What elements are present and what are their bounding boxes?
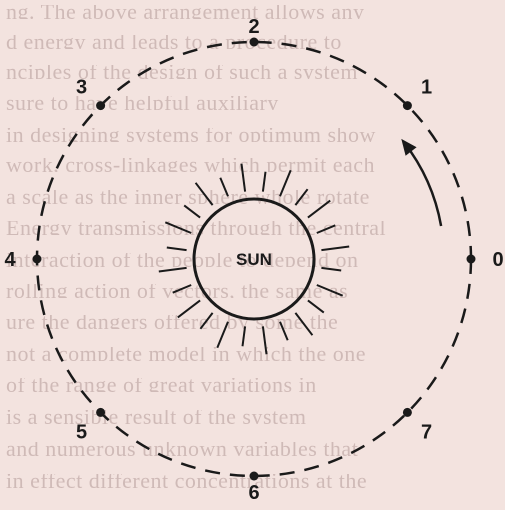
direction-arrow <box>404 142 441 226</box>
sun-ray <box>263 326 267 354</box>
orbit-point-7 <box>403 408 412 417</box>
sun-ray <box>167 248 187 251</box>
sun-ray <box>159 268 187 272</box>
sun-ray <box>173 285 192 293</box>
sun-ray <box>217 322 228 348</box>
sun-ray <box>178 300 200 317</box>
orbit-point-3 <box>96 101 105 110</box>
direction-arrowhead <box>401 139 416 156</box>
sun-ray <box>280 170 291 196</box>
sun-ray <box>242 164 246 192</box>
sun-ray <box>295 313 312 335</box>
sun-ray <box>308 201 330 218</box>
orbit-point-0 <box>467 255 476 264</box>
sun-label: SUN <box>236 250 272 269</box>
orbit-point-1 <box>403 101 412 110</box>
sun-ray <box>295 189 307 205</box>
orbit-point-2 <box>250 38 259 47</box>
orbit-point-5 <box>96 408 105 417</box>
orbit-label-2: 2 <box>248 16 259 38</box>
sun-ray <box>263 172 266 192</box>
sun-ray <box>321 247 349 251</box>
sun-ray <box>243 326 246 346</box>
orbit-label-3: 3 <box>76 77 87 99</box>
sun-ray <box>196 183 213 205</box>
sun-ray <box>317 225 336 233</box>
sun-ray <box>308 300 324 312</box>
sun-ray <box>165 222 191 233</box>
orbit-label-0: 0 <box>492 249 503 271</box>
orbit-point-6 <box>250 472 259 481</box>
orbit-point-4 <box>33 255 42 264</box>
sun-ray <box>321 268 341 271</box>
sun-ray <box>184 205 200 217</box>
sun-ray <box>280 322 288 341</box>
sun-ray <box>220 178 228 197</box>
orbit-label-7: 7 <box>421 422 432 444</box>
sun-ray <box>200 313 212 329</box>
orbit-label-5: 5 <box>76 422 87 444</box>
orbit-label-4: 4 <box>4 249 16 271</box>
orbit-label-1: 1 <box>421 77 432 99</box>
orbit-label-6: 6 <box>248 482 259 504</box>
sun-ray <box>317 285 343 296</box>
